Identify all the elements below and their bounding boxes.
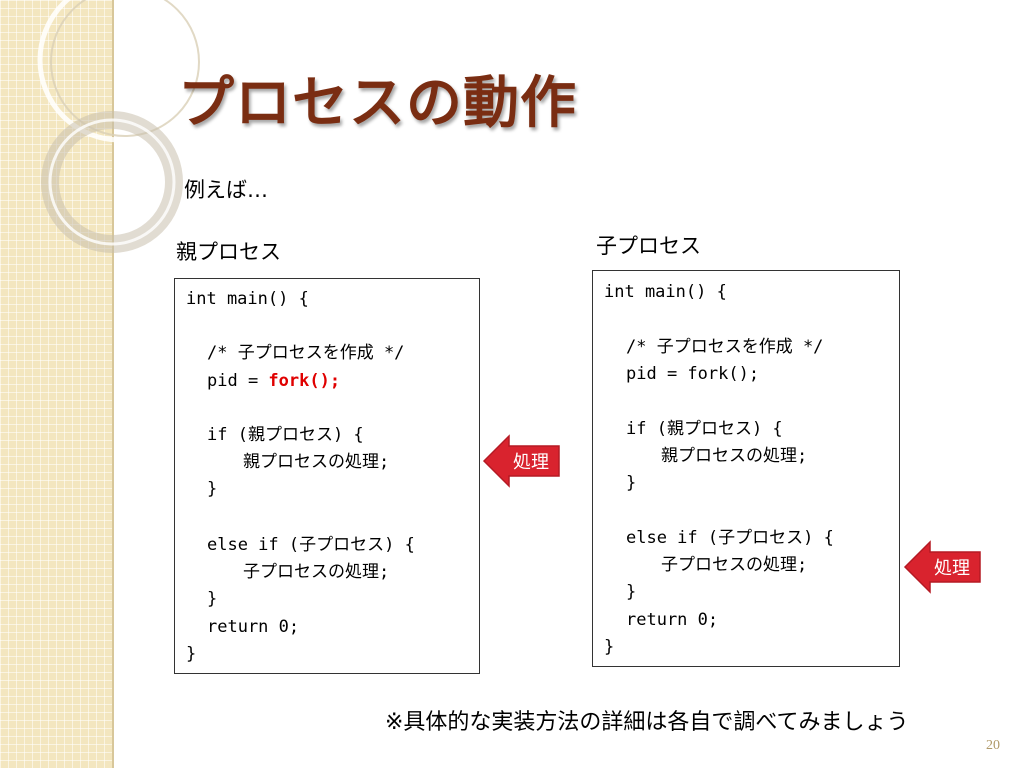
code-line: 親プロセスの処理; [661,446,808,466]
code-line: 子プロセスの処理; [661,555,808,575]
code-line: 子プロセスの処理; [243,562,390,582]
code-line: } [604,637,615,657]
sidebar-edge-line [112,0,114,768]
code-line: pid = fork(); [207,371,340,391]
code-line: } [207,479,218,499]
parent-process-label: 親プロセス [176,240,281,264]
slide-title: プロセスの動作 [178,71,577,136]
code-line: if (親プロセス) { [207,425,364,445]
child-code-box: int main() { /* 子プロセスを作成 */ pid = fork()… [592,270,900,667]
decorative-rings [37,0,200,253]
code-line: int main() { [186,289,309,309]
intro-text: 例えば… [184,178,268,202]
code-line: else if (子プロセス) { [207,535,415,555]
code-line: } [186,644,197,664]
fork-call-highlight: fork(); [268,371,341,391]
child-process-label: 子プロセス [596,234,701,258]
footnote: ※具体的な実装方法の詳細は各自で調べてみましょう [385,710,909,735]
code-text: pid = [207,371,269,391]
parent-process-arrow: 処理 [481,434,561,488]
code-line: if (親プロセス) { [626,419,783,439]
arrow-label: 処理 [934,558,970,579]
parent-code-box: int main() { /* 子プロセスを作成 */ pid = fork()… [174,278,480,674]
left-arrow-icon [482,434,560,488]
left-arrow-icon [903,540,981,594]
page-number: 20 [986,738,1000,753]
code-line: } [626,473,637,493]
code-line: } [626,582,637,602]
code-line: pid = fork(); [626,364,760,384]
code-line: return 0; [626,610,719,630]
child-process-arrow: 処理 [902,540,982,594]
code-line: int main() { [604,282,727,302]
arrow-label: 処理 [513,452,549,473]
code-line: /* 子プロセスを作成 */ [207,343,405,363]
code-line: 親プロセスの処理; [243,452,390,472]
code-line: } [207,589,218,609]
code-line: return 0; [207,617,300,637]
code-line: else if (子プロセス) { [626,528,834,548]
code-line: /* 子プロセスを作成 */ [626,337,824,357]
